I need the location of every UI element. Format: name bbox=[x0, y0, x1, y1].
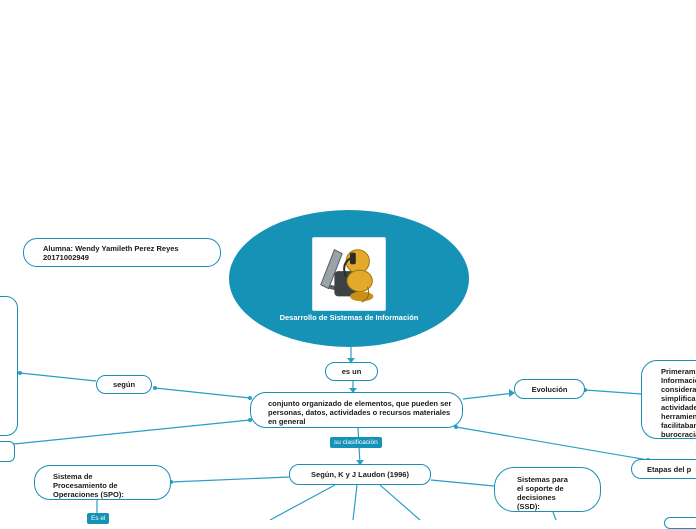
link-ssd-down bbox=[552, 511, 557, 520]
arrow-head-evolucion bbox=[509, 389, 515, 397]
laudon-text: Según, K y J Laudon (1996) bbox=[311, 470, 409, 479]
clasificacion-label: su clasificación bbox=[330, 437, 382, 448]
central-title: Desarrollo de Sistemas de Información bbox=[279, 313, 419, 322]
link-definition-etapas bbox=[455, 426, 649, 461]
link-definition-evolucion bbox=[462, 392, 515, 400]
link-laudon-down-left bbox=[269, 484, 336, 520]
evolucion-node[interactable]: Evolución bbox=[514, 379, 585, 399]
ssd-node[interactable]: Sistemas para el soporte de decisiones (… bbox=[494, 467, 601, 512]
spo-node[interactable]: Sistema de Procesamiento de Operaciones … bbox=[34, 465, 171, 500]
link-dot bbox=[454, 425, 458, 429]
link-laudon-down-right bbox=[379, 484, 421, 520]
evolucion-detail-text: Primeramente Información considerados si… bbox=[661, 367, 696, 439]
link-definition-leftbottom bbox=[13, 419, 251, 445]
link-segun-leftnode bbox=[19, 372, 97, 382]
student-info-text: Alumna: Wendy Yamileth Perez Reyes 20171… bbox=[43, 244, 179, 262]
link-definition-segun bbox=[154, 387, 251, 399]
segun-text: según bbox=[112, 380, 136, 389]
spo-text: Sistema de Procesamiento de Operaciones … bbox=[53, 472, 124, 499]
evolucion-detail-node[interactable]: Primeramente Información considerados si… bbox=[641, 360, 696, 439]
definition-text: conjunto organizado de elementos, que pu… bbox=[268, 399, 452, 426]
es-el-label: Es el bbox=[87, 513, 110, 524]
definition-node[interactable]: conjunto organizado de elementos, que pu… bbox=[250, 392, 463, 428]
central-topic[interactable]: Desarrollo de Sistemas de Información bbox=[229, 210, 469, 347]
etapas-node[interactable]: Etapas del p bbox=[631, 459, 696, 479]
arrow-head-esun bbox=[347, 358, 355, 363]
link-dot bbox=[153, 386, 157, 390]
link-laudon-down-mid bbox=[352, 484, 358, 520]
link-dot bbox=[358, 460, 362, 464]
evolucion-text: Evolución bbox=[531, 384, 568, 394]
link-dot bbox=[18, 371, 22, 375]
arrow-head-definition bbox=[349, 388, 357, 393]
segun-node[interactable]: según bbox=[96, 375, 152, 394]
left-clipped-node[interactable] bbox=[0, 296, 18, 436]
student-info-node[interactable]: Alumna: Wendy Yamileth Perez Reyes 20171… bbox=[23, 238, 221, 267]
left-bottom-clipped-node[interactable] bbox=[0, 441, 15, 462]
person-laptop-icon bbox=[320, 249, 374, 303]
bottom-right-clipped-node[interactable] bbox=[664, 517, 696, 529]
es-un-node[interactable]: es un bbox=[325, 362, 378, 381]
link-laudon-ssd bbox=[430, 479, 495, 487]
link-laudon-spo bbox=[170, 476, 290, 483]
es-un-text: es un bbox=[341, 367, 362, 376]
link-dot bbox=[248, 396, 252, 400]
ssd-text: Sistemas para el soporte de decisiones (… bbox=[517, 475, 568, 511]
person-with-laptop-illustration bbox=[312, 237, 386, 311]
etapas-text: Etapas del p bbox=[647, 465, 692, 474]
link-evolucion-detail bbox=[584, 389, 642, 395]
laudon-node[interactable]: Según, K y J Laudon (1996) bbox=[289, 464, 431, 485]
